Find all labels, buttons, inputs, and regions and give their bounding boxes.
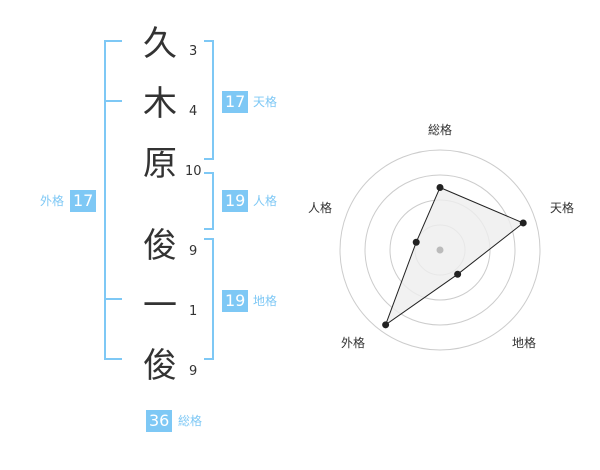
radar-ring xyxy=(339,149,541,351)
radar-point-4 xyxy=(382,321,390,329)
radar-axis-label-jinkaku: 人格 xyxy=(308,200,332,215)
name-char-5: 一 xyxy=(143,286,177,326)
radar-point-2 xyxy=(519,219,527,227)
name-char-4: 俊 xyxy=(143,226,177,266)
radar-axis-label-tenkaku: 天格 xyxy=(550,200,574,215)
jinkaku-value-badge: 19 xyxy=(222,190,249,212)
soukaku-label: 総格 xyxy=(178,414,203,428)
chikaku-value-badge: 19 xyxy=(222,290,249,312)
jinkaku-label: 人格 xyxy=(253,194,278,208)
radar-axis-label-soukaku: 総格 xyxy=(428,122,452,137)
name-char-1: 久 xyxy=(143,24,177,64)
radar-value-polygon xyxy=(384,186,525,327)
stroke-count-3: 10 xyxy=(185,164,202,179)
name-char-6: 俊 xyxy=(143,346,177,386)
name-char-2: 木 xyxy=(143,84,177,124)
radar-axis-label-gaikaku: 外格 xyxy=(341,335,365,350)
radar-point-3 xyxy=(454,270,462,278)
gaikaku-label: 外格 xyxy=(40,194,65,208)
radar-point-1 xyxy=(436,184,444,191)
chikaku-label: 地格 xyxy=(253,294,278,308)
name-char-3: 原 xyxy=(143,144,177,184)
gaikaku-value-badge: 17 xyxy=(70,190,97,212)
tenkaku-value-badge: 17 xyxy=(222,91,249,113)
radar-point-5 xyxy=(412,238,420,246)
radar-points xyxy=(382,184,527,329)
radar-center-dot xyxy=(436,246,444,254)
stroke-count-2: 4 xyxy=(189,104,198,119)
radar-axis-label-chikaku: 地格 xyxy=(512,335,536,350)
radar-ring xyxy=(364,174,516,326)
stroke-count-5: 1 xyxy=(189,304,198,319)
tenkaku-label: 天格 xyxy=(253,95,278,109)
stroke-count-4: 9 xyxy=(189,244,198,259)
stroke-count-1: 3 xyxy=(189,44,198,59)
stroke-count-6: 9 xyxy=(189,364,198,379)
soukaku-value-badge: 36 xyxy=(146,410,173,432)
